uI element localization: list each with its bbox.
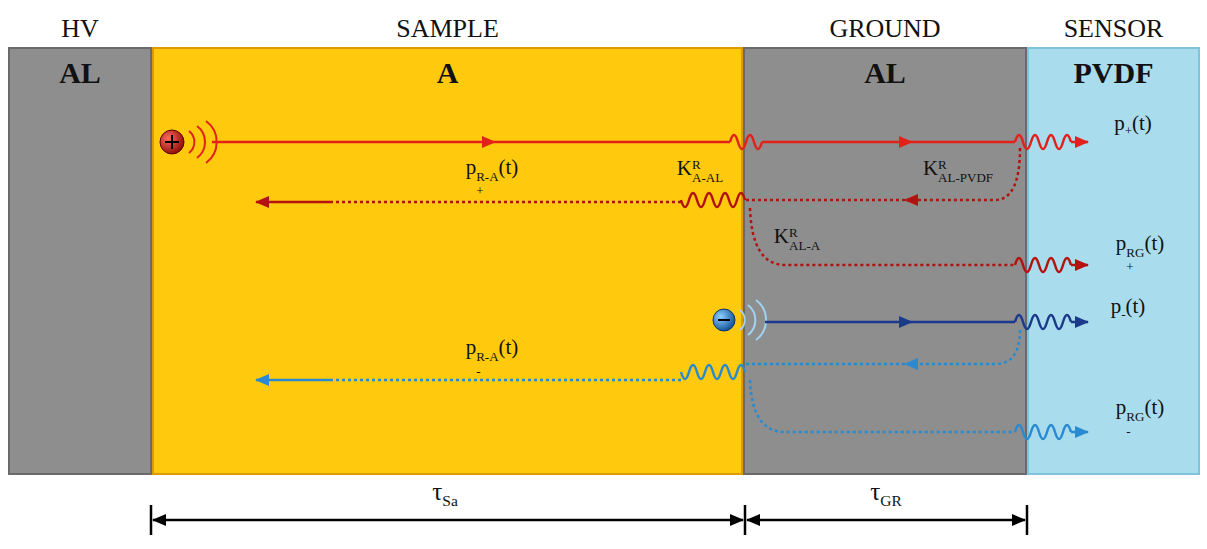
text-part: p <box>1116 231 1127 255</box>
dimension-label: τGR <box>870 477 902 510</box>
text-part: K <box>774 224 789 248</box>
text-part: AL-PVDF <box>938 171 993 185</box>
text-part: + <box>1125 123 1132 138</box>
dimension-bar <box>151 505 1027 535</box>
text-part: RG <box>1126 246 1144 260</box>
index-stack: +RG <box>1126 246 1144 273</box>
text-part: R-A <box>476 170 498 184</box>
text-part: p <box>1116 395 1127 419</box>
text-part: p <box>466 335 477 359</box>
index-stack: -RG <box>1126 410 1144 437</box>
text-part: + <box>1126 260 1144 274</box>
signal-label: KRAL-A <box>774 224 820 253</box>
text-part: - <box>1121 306 1125 321</box>
signal-label: p+R-A(t) <box>466 155 519 197</box>
text-part: τ <box>870 478 880 505</box>
signal-label: p-R-A(t) <box>466 335 519 377</box>
text-part: (t) <box>1144 231 1164 255</box>
text-part: p <box>1114 111 1125 135</box>
text-part: p <box>1111 294 1122 318</box>
sensor-layer: SENSOR PVDF <box>1027 10 1200 475</box>
index-stack: +R-A <box>476 170 498 197</box>
text-part: K <box>923 156 938 180</box>
text-part: p <box>466 155 477 179</box>
signal-label: p+RG(t) <box>1116 231 1164 273</box>
material-label: AL <box>743 56 1027 90</box>
index-stack: RA-AL <box>692 157 723 184</box>
text-part: A-AL <box>692 171 723 185</box>
signal-label: p-(t) <box>1111 294 1146 321</box>
layer-fill <box>152 47 743 475</box>
layer-fill <box>743 47 1027 475</box>
layer-fill <box>8 47 152 475</box>
text-part: (t) <box>1144 395 1164 419</box>
text-part: - <box>476 364 498 378</box>
layer-fill <box>1027 47 1200 475</box>
text-part: (t) <box>499 335 519 359</box>
text-part: R-A <box>476 350 498 364</box>
index-stack: -R-A <box>476 350 498 377</box>
layer-heading: HV <box>8 10 152 47</box>
text-part: (t) <box>499 155 519 179</box>
text-part: R <box>692 157 723 171</box>
text-part: (t) <box>1126 294 1146 318</box>
index-stack: RAL-PVDF <box>938 157 993 184</box>
signal-label: p+(t) <box>1114 111 1152 138</box>
material-label: A <box>152 56 743 90</box>
text-part: - <box>1126 424 1144 438</box>
sample-layer: SAMPLE A <box>152 10 743 475</box>
text-part: τ <box>432 478 442 505</box>
material-label: PVDF <box>1027 56 1200 90</box>
text-part: RG <box>1126 410 1144 424</box>
layer-heading: SAMPLE <box>152 10 743 47</box>
dimension-label: τSa <box>432 477 458 510</box>
index-stack: RAL-A <box>789 225 820 252</box>
signal-label: KRAL-PVDF <box>923 156 993 185</box>
text-part: GR <box>880 492 902 509</box>
layer-heading: GROUND <box>743 10 1027 47</box>
text-part: Sa <box>442 492 458 509</box>
material-label: AL <box>8 56 152 90</box>
text-part: AL-A <box>789 239 820 253</box>
text-part: (t) <box>1132 111 1152 135</box>
text-part: + <box>476 184 498 198</box>
text-part: R <box>938 157 993 171</box>
electrode-layer: HV AL <box>8 10 152 475</box>
text-part: K <box>677 156 692 180</box>
signal-label: p-RG(t) <box>1116 395 1164 437</box>
layer-heading: SENSOR <box>1027 10 1200 47</box>
signal-label: KRA-AL <box>677 156 723 185</box>
text-part: R <box>789 225 820 239</box>
